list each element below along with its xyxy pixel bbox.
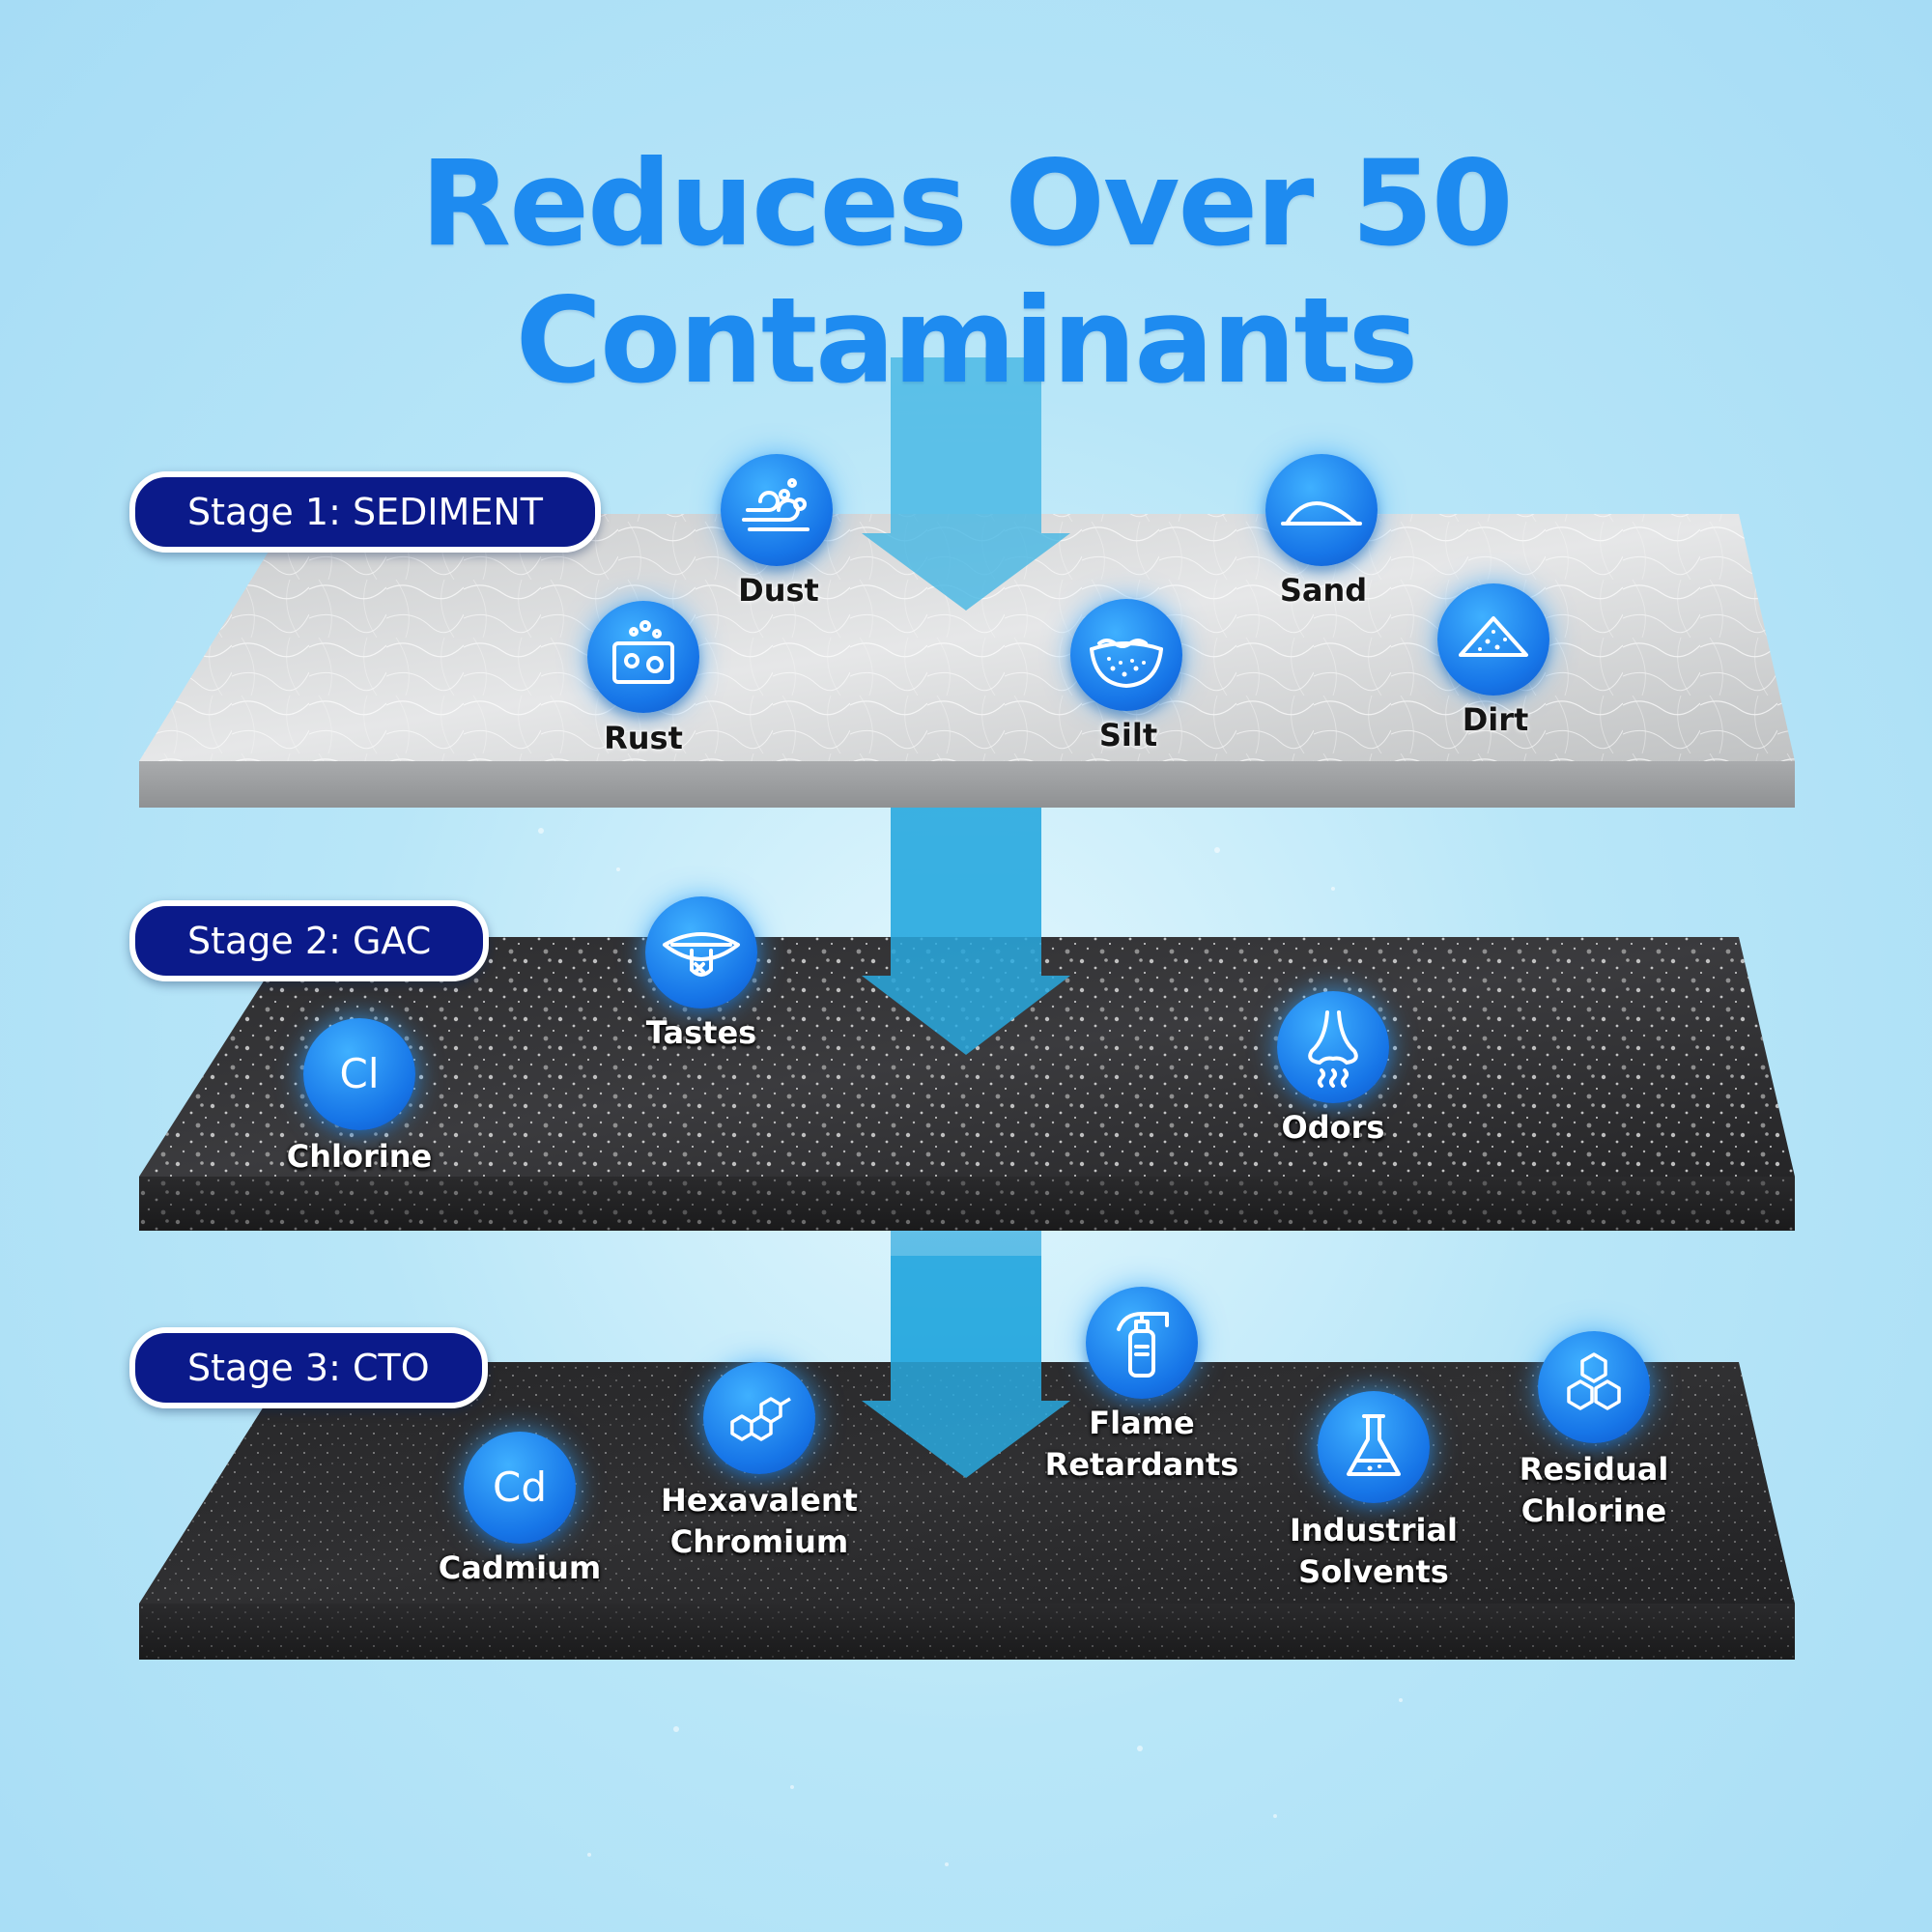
silt-label: Silt <box>1098 717 1158 753</box>
dirt-label: Dirt <box>1462 701 1529 738</box>
nose-icon <box>1277 991 1389 1103</box>
page-title: Reduces Over 50 Contaminants <box>420 135 1513 410</box>
rust-icon <box>587 601 699 713</box>
flame-retardants-label: Flame Retardants <box>1007 1403 1277 1486</box>
dirt-icon <box>1437 583 1549 696</box>
residual-chlorine-line1: Residual <box>1519 1451 1669 1488</box>
sand-icon <box>1265 454 1378 566</box>
cadmium-symbol: Cd <box>493 1463 547 1511</box>
taste-icon <box>645 896 757 1009</box>
stage-1-badge: Stage 1: SEDIMENT <box>129 471 601 553</box>
hexavalent-chromium-line1: Hexavalent <box>661 1482 858 1519</box>
tastes-label: Tastes <box>645 1014 757 1051</box>
odors-label: Odors <box>1281 1109 1385 1146</box>
cadmium-icon: Cd <box>464 1432 576 1544</box>
flask-icon <box>1318 1391 1430 1503</box>
dust-icon <box>721 454 833 566</box>
hexavalent-chromium-label: Hexavalent Chromium <box>624 1480 895 1563</box>
dust-label: Dust <box>738 572 819 609</box>
silt-icon <box>1070 599 1182 711</box>
industrial-solvents-line1: Industrial <box>1289 1512 1459 1548</box>
residual-chlorine-label: Residual Chlorine <box>1459 1449 1729 1532</box>
chlorine-label: Chlorine <box>286 1138 433 1175</box>
extinguisher-icon <box>1086 1287 1198 1399</box>
flame-retardants-line1: Flame <box>1089 1405 1195 1441</box>
rust-label: Rust <box>604 720 683 756</box>
sand-label: Sand <box>1279 572 1368 609</box>
chlorine-symbol: Cl <box>339 1050 380 1097</box>
hexagon-cluster-icon <box>1538 1331 1650 1443</box>
molecule-icon <box>703 1362 815 1474</box>
stage-3-badge: Stage 3: CTO <box>129 1327 488 1408</box>
industrial-solvents-label: Industrial Solvents <box>1238 1510 1509 1593</box>
industrial-solvents-line2: Solvents <box>1298 1553 1449 1590</box>
hexavalent-chromium-line2: Chromium <box>669 1523 849 1560</box>
chlorine-icon: Cl <box>303 1018 415 1130</box>
stage-2-badge: Stage 2: GAC <box>129 900 490 981</box>
residual-chlorine-line2: Chlorine <box>1520 1492 1667 1529</box>
cadmium-label: Cadmium <box>438 1549 602 1586</box>
flame-retardants-line2: Retardants <box>1044 1446 1239 1483</box>
